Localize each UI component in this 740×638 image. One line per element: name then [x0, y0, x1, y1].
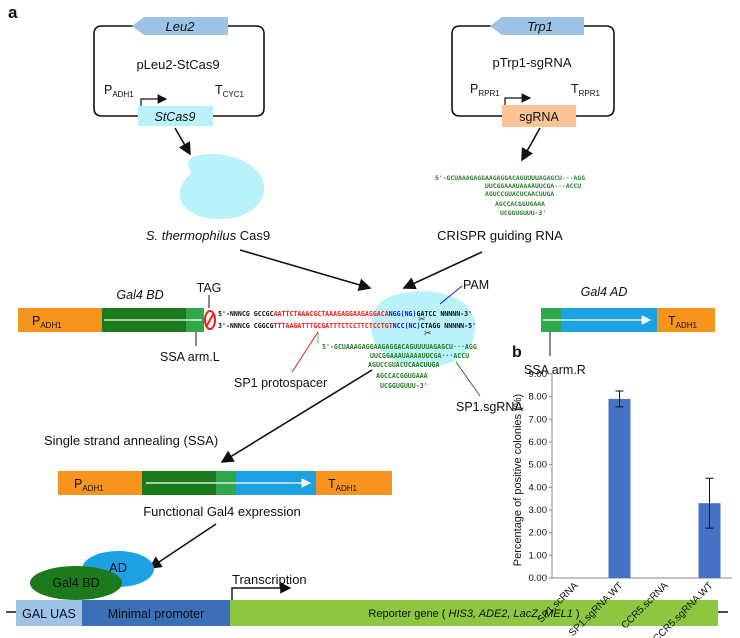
chart-y-tick-label: 7.00 [529, 414, 548, 425]
padh1-func-box [58, 471, 142, 495]
bound-guide-5prime: 5'-GCUAAAGAGGAAGAGGACAGUUUUAGAGCU···AGG [322, 343, 477, 351]
chart-bar [608, 398, 631, 578]
arrow-cas9-to-target [239, 249, 372, 292]
chart-y-tick-label: 1.00 [529, 550, 548, 561]
ssa-arm-left-label: SSA arm.L [160, 350, 220, 364]
plasmid2-terminator: TRPR1 [571, 82, 601, 98]
guide-rna-structure: 5'-GCUAAAGAGGAAGAGGACAGUUUUAGAGCU···AGG … [435, 174, 585, 217]
gal-uas-box [16, 600, 82, 626]
bound-guide-line-2: UUCGGAAAUAAAAUUCGA···ACCU [370, 352, 469, 360]
tag-label: TAG [197, 281, 222, 295]
chart-bar [698, 503, 721, 578]
gal4-bd-label: Gal4 BD [116, 288, 163, 302]
padh1-func-label: PADH1 [74, 477, 104, 493]
arrow-guide-to-target [402, 251, 483, 290]
chart-y-tick-label: 2.00 [529, 528, 548, 539]
functional-construct: PADH1 TADH1 [58, 471, 392, 495]
ssa-arm-right-label: SSA arm.R [524, 363, 586, 377]
guide-line-2: UUCGGAAAUAAAAUUCGA···ACCU [485, 182, 581, 190]
sgrna-box [502, 105, 576, 127]
target-bottom-strand: 3'-NNNCG CGGCGTTTAAGATTTGCGATTTCTCCTTCTC… [218, 322, 476, 330]
trp1-marker-arrow [490, 17, 584, 35]
plasmid2-promoter: PRPR1 [470, 82, 500, 98]
padh1-left-label: PADH1 [32, 314, 62, 330]
reporter-construct: GAL UAS Minimal promoter Reporter gene (… [6, 551, 728, 626]
guide-line-3: AGUCCGUACUCAACUUGA [485, 190, 554, 198]
bd-domain-ellipse [30, 566, 122, 600]
plasmid2-promoter-arrow [504, 93, 532, 106]
chart-y-tick-label: 4.00 [529, 482, 548, 493]
functional-label: Functional Gal4 expression [143, 504, 301, 519]
guide-line-5: UCGGUGUUU-3' [500, 209, 546, 217]
ssa-title: Single strand annealing (SSA) [44, 433, 218, 448]
chart-y-tick-label: 8.00 [529, 392, 548, 403]
tadh1-func-label: TADH1 [328, 477, 358, 493]
panel-b-label: b [512, 344, 522, 361]
trp1-marker-label: Trp1 [527, 19, 553, 34]
reporter-gene-label: Reporter gene ( HIS3, ADE2, LacZ, MEL1 ) [368, 608, 579, 620]
scissors-top-icon: ✂ [418, 314, 426, 324]
cas9-bound-blob [371, 291, 476, 367]
ad-domain-label: AD [109, 560, 127, 575]
plasmid-leu2: Leu2 pLeu2-StCas9 PADH1 TCYC1 StCas9 [93, 17, 265, 126]
bound-guide-line-4: AGCCACGGUGAAA [376, 372, 428, 380]
transcription-arrow [231, 582, 292, 600]
plasmid1-promoter-arrow [140, 94, 168, 107]
plasmid1-promoter: PADH1 [104, 83, 134, 99]
target-construct: PADH1 Gal4 BD TAG SSA arm.L 5'-NNNCG GCC… [18, 278, 715, 414]
plasmid2-name: pTrp1-sgRNA [493, 55, 572, 70]
chart-y-tick-label: 6.00 [529, 437, 548, 448]
tadh1-func-box [316, 471, 392, 495]
cas9-protein-blob [179, 154, 265, 220]
chart-y-tick-label: 3.00 [529, 505, 548, 516]
chart-y-tick-label: 9.00 [529, 369, 548, 380]
bar-chart: Percentage of positive colonies (%) 0.00… [512, 369, 732, 638]
bd-domain-label: Gal4 BD [52, 576, 99, 590]
tadh1-right-box [657, 308, 715, 332]
bound-guide-line-3: AGUCCGUACUCAACUUGA [368, 361, 439, 369]
transcription-label: Transcription [232, 572, 307, 587]
chart-y-tick-label: 0.00 [529, 573, 548, 584]
arrow-to-ssa [220, 369, 373, 463]
leu2-marker-label: Leu2 [166, 19, 196, 34]
panel-a-label: a [8, 3, 18, 22]
minimal-promoter-box [82, 600, 230, 626]
cas9-label: S. thermophilus Cas9 [146, 228, 270, 243]
tadh1-right-label: TADH1 [668, 314, 698, 330]
guide-line-1: 5'-GCUAAAGAGGAAGAGGACAGUUUUAGAGCU···AGG [435, 174, 585, 182]
pam-label: PAM [463, 278, 489, 292]
leu2-marker-arrow [132, 17, 228, 35]
target-top-strand: 5'-NNNCG GCCGCAATTCTAAACGCTAAAGAGGAAGAGG… [218, 310, 472, 318]
sp1-sgrna-label: SP1.sgRNA [456, 400, 523, 414]
stcas9-box [138, 106, 213, 126]
arrow-to-guide [521, 127, 541, 162]
plasmid-trp1: Trp1 pTrp1-sgRNA PRPR1 TRPR1 sgRNA [451, 17, 615, 127]
plasmid1-terminator: TCYC1 [215, 83, 245, 99]
chart-bars [608, 390, 721, 578]
chart-ylabel: Percentage of positive colonies (%) [512, 394, 524, 566]
reporter-gene-box [230, 600, 718, 626]
gal-uas-label: GAL UAS [22, 607, 76, 621]
plasmid1-name: pLeu2-StCas9 [136, 57, 219, 72]
arrow-to-cas9 [174, 127, 191, 156]
minimal-promoter-label: Minimal promoter [108, 607, 205, 621]
protospacer-label: SP1 protospacer [234, 376, 327, 390]
chart-y-tick-label: 5.00 [529, 460, 548, 471]
guide-line-4: AGCCACGGUGAAA [495, 200, 545, 208]
stop-codon-symbol [204, 310, 216, 330]
arrow-to-reporter [148, 523, 217, 569]
scissors-bottom-icon: ✂ [424, 328, 432, 338]
padh1-left-box [18, 308, 102, 332]
gal4-ad-label: Gal4 AD [581, 285, 628, 299]
guide-label: CRISPR guiding RNA [437, 228, 563, 243]
bound-guide-line-5: UCGGUGUUU-3' [380, 382, 428, 390]
stcas9-label: StCas9 [155, 110, 196, 124]
sgrna-label: sgRNA [519, 110, 559, 124]
